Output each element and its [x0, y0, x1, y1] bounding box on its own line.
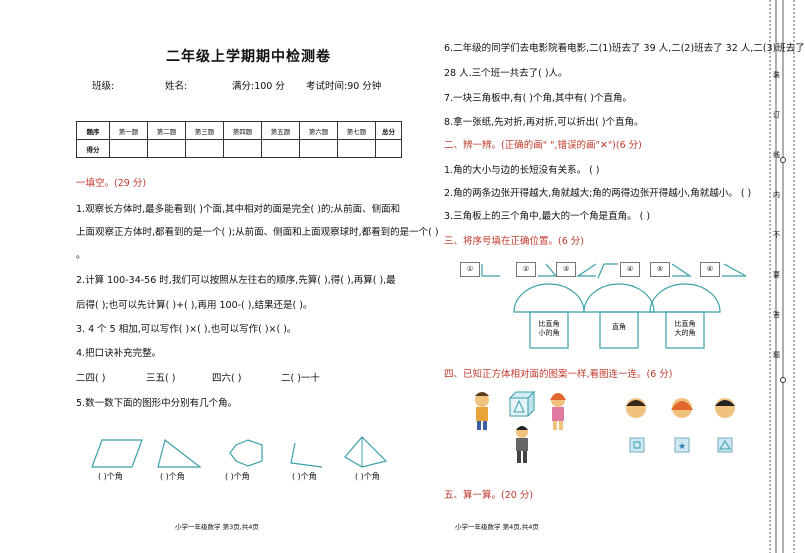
question-6-cont: 28 人.三个班一共去了( )人。 — [444, 68, 568, 79]
score-cell[interactable] — [109, 139, 148, 158]
score-cell[interactable] — [223, 139, 262, 158]
section-1-title: 一填空。(29 分) — [76, 178, 147, 189]
rhyme-item: 三五( ) — [146, 373, 176, 384]
score-cell[interactable] — [337, 139, 376, 158]
score-cell[interactable] — [261, 139, 300, 158]
child-icon-3 — [516, 426, 528, 463]
svg-text:★: ★ — [678, 442, 686, 452]
name-label: 姓名: — [165, 81, 188, 92]
question-2-cont: 后得( );也可以先计算( )+( ),再用 100-( ),结果还是( )。 — [76, 300, 313, 311]
binding-char: 内 — [773, 191, 780, 199]
binding-strip: 装 订 线 内 不 要 答 题 — [766, 0, 800, 553]
question-4: 4.把口诀补充完整。 — [76, 348, 162, 359]
score-table: 题序 第一题 第二题 第三题 第四题 第五题 第六题 第七题 总分 得分 — [76, 121, 402, 158]
mushroom-shapes — [513, 283, 721, 349]
mushroom-label-larger: 比直角 大的角 — [674, 320, 696, 337]
hexagon-shape — [229, 439, 263, 467]
cube-scene — [475, 390, 566, 463]
mushroom-label-right: 直角 — [612, 323, 626, 331]
question-1-cont: 上面观察正方体时,都看到的是一个( );从前面、侧面和上面观察球时,都看到的是一… — [76, 227, 439, 238]
score-header: 第五题 — [261, 121, 300, 140]
score-header: 第三题 — [185, 121, 224, 140]
page-title: 二年级上学期期中检测卷 — [166, 49, 331, 65]
rhyme-item: 四六( ) — [212, 373, 242, 384]
score-cell[interactable] — [375, 139, 402, 158]
question-5: 5.数一数下面的图形中分别有几个角。 — [76, 398, 238, 409]
mushroom-1 — [513, 283, 585, 349]
parallelogram-shape — [91, 439, 143, 468]
binding-char: 装 — [773, 71, 780, 79]
section-4-title: 四、已知正方体相对面的图案一样,看图连一连。(6 分) — [444, 369, 673, 380]
binding-lines — [769, 0, 795, 553]
exam-time: 考试时间:90 分钟 — [306, 81, 382, 92]
kite-shape — [344, 436, 388, 468]
question-1-end: 。 — [76, 250, 86, 261]
score-header: 第六题 — [299, 121, 338, 140]
face-icon-3 — [715, 398, 735, 418]
cube-icon — [508, 390, 536, 418]
score-cell[interactable] — [299, 139, 338, 158]
binding-char: 题 — [773, 351, 780, 359]
binding-char: 答 — [773, 311, 780, 319]
score-header: 第一题 — [109, 121, 148, 140]
judge-1: 1.角的大小与边的长短没有关系。 ( ) — [444, 165, 600, 176]
mushroom-label-smaller: 比直角 小的角 — [538, 320, 560, 337]
square-icon — [629, 437, 645, 453]
score-header: 总分 — [375, 121, 402, 140]
binding-char: 订 — [773, 111, 780, 119]
triangle-icon — [717, 437, 733, 453]
score-header: 第四题 — [223, 121, 262, 140]
triangle-shape — [157, 438, 202, 468]
score-row-label: 得分 — [76, 139, 110, 158]
mushroom-3 — [649, 283, 721, 349]
question-8: 8.拿一张纸,先对折,再对折,可以折出( )个直角。 — [444, 117, 644, 128]
judge-3: 3.三角板上的三个角中,最大的一个角是直角。 ( ) — [444, 211, 651, 222]
judge-2: 2.角的两条边张开得越大,角就越大;角的两得边张开得越小,角就越小。 ( ) — [444, 188, 752, 199]
child-icon-2 — [550, 393, 566, 430]
binding-char: 线 — [773, 151, 780, 159]
question-3: 3. 4 个 5 相加,可以写作( )×( ),也可以写作( )×( )。 — [76, 324, 297, 335]
section-5-title: 五、算一算。(20 分) — [444, 490, 534, 501]
question-2: 2.计算 100-34-56 时,我们可以按照从左往右的顺序,先算( ),得( … — [76, 275, 396, 286]
score-cell[interactable] — [147, 139, 186, 158]
angle-count: ( )个角 — [292, 472, 317, 481]
angle-count: ( )个角 — [160, 472, 185, 481]
face-icon-1 — [626, 398, 646, 418]
rhyme-item: 二四( ) — [76, 373, 106, 384]
binding-char: 要 — [773, 271, 780, 279]
class-label: 班级: — [92, 81, 115, 92]
score-header: 题序 — [76, 121, 110, 140]
face-icon-2 — [671, 398, 693, 418]
question-1: 1.观察长方体时,最多能看到( )个面,其中相对的面是完全( )的;从前面、侧面… — [76, 204, 401, 215]
rhyme-item: 二( )一十 — [281, 373, 320, 384]
angle-count: ( )个角 — [98, 472, 123, 481]
angle-count: ( )个角 — [225, 472, 250, 481]
star-icon: ★ — [674, 437, 690, 453]
angle-shapes — [91, 436, 388, 468]
score-cell[interactable] — [185, 139, 224, 158]
binding-char: 不 — [773, 231, 780, 239]
section-3-title: 三、将序号填在正确位置。(6 分) — [444, 236, 584, 247]
angle-count: ( )个角 — [355, 472, 380, 481]
full-score: 满分:100 分 — [232, 81, 285, 92]
score-header: 第二题 — [147, 121, 186, 140]
matching-grid: ★ — [626, 398, 735, 453]
mushroom-2 — [583, 283, 655, 349]
child-icon-1 — [475, 392, 489, 430]
section-2-title: 二、辨一辨。(正确的画" ",错误的画"✕")(6 分) — [444, 140, 642, 151]
score-header: 第七题 — [337, 121, 376, 140]
page-footer: 小学一年级数学 第3页,共4页 — [175, 523, 259, 531]
question-7: 7.一块三角板中,有( )个角,其中有( )个直角。 — [444, 93, 632, 104]
question-6: 6.二年级的同学们去电影院看电影,二(1)班去了 39 人,二(2)班去了 32… — [444, 43, 805, 54]
angle-shape — [290, 442, 323, 468]
page-footer: 小学一年级数学 第4页,共4页 — [455, 523, 539, 531]
